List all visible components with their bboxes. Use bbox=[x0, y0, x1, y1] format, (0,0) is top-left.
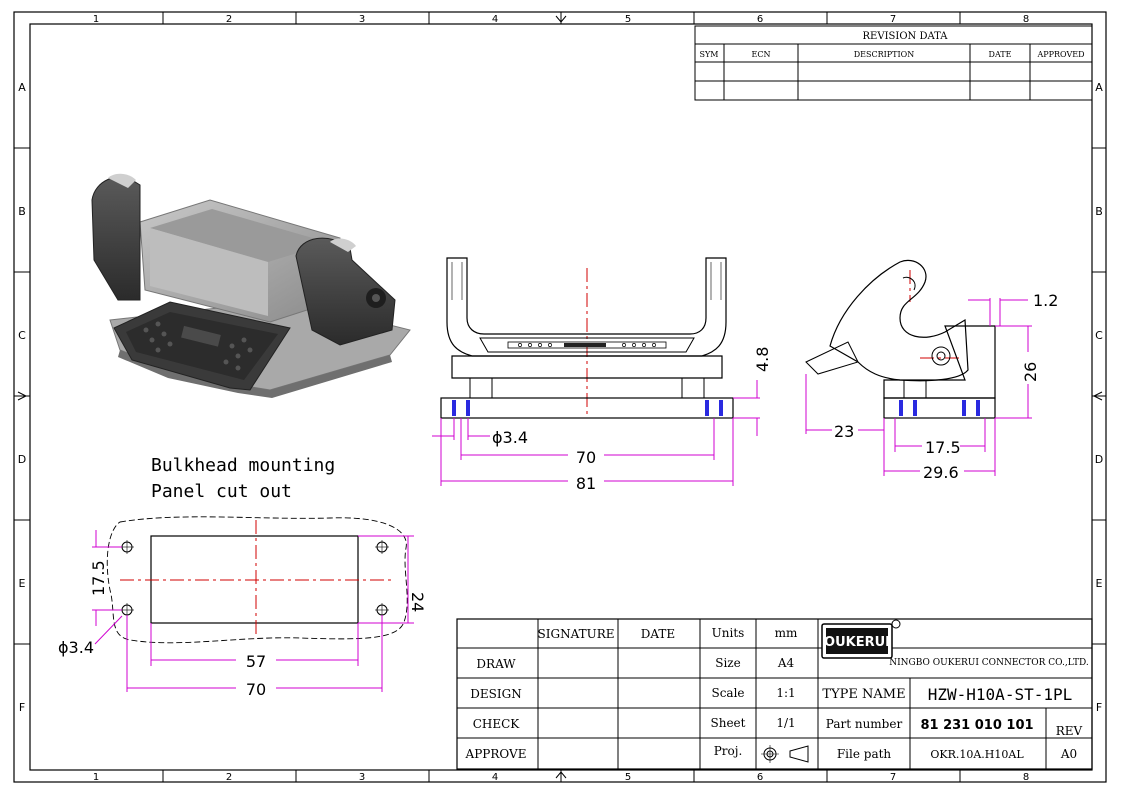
type-name-label: TYPE NAME bbox=[822, 687, 905, 702]
cutout-dim-17-5: 17.5 bbox=[89, 560, 108, 596]
size-value: A4 bbox=[777, 656, 795, 670]
revision-header-sym: SYM bbox=[700, 50, 719, 59]
file-path-value: OKR.10A.H10AL bbox=[930, 748, 1024, 761]
row-label-c-right: C bbox=[1095, 329, 1103, 342]
sheet-value: 1/1 bbox=[776, 716, 795, 730]
col-label-7: 7 bbox=[890, 14, 896, 25]
revision-table: REVISION DATA SYM ECN DESCRIPTION DATE A… bbox=[694, 25, 1093, 101]
center-mark-left bbox=[17, 391, 28, 401]
outer-border bbox=[13, 11, 1107, 783]
row-label-d-right: D bbox=[1095, 453, 1103, 466]
col-label-1: 1 bbox=[93, 14, 99, 25]
side-dim-1-2: 1.2 bbox=[1033, 291, 1058, 310]
scale-label: Scale bbox=[711, 686, 744, 700]
projection-symbol-icon bbox=[761, 745, 809, 763]
note-bulkhead-mounting: Bulkhead mounting bbox=[151, 455, 335, 476]
part-number-label: Part number bbox=[826, 717, 903, 731]
revision-header-ecn: ECN bbox=[752, 50, 771, 59]
col-label-2-bottom: 2 bbox=[226, 772, 232, 783]
type-name-value: HZW-H10A-ST-1PL bbox=[928, 685, 1073, 704]
revision-header-date: DATE bbox=[989, 50, 1012, 59]
col-label-4-bottom: 4 bbox=[492, 772, 498, 783]
center-mark-bottom bbox=[555, 771, 567, 779]
row-label-e: E bbox=[19, 577, 26, 590]
title-row-draw: DRAW bbox=[476, 657, 516, 671]
col-label-5-bottom: 5 bbox=[625, 772, 631, 783]
oukerui-logo: OUKERUI bbox=[821, 619, 901, 659]
part-number-value: 81 231 010 101 bbox=[920, 718, 1033, 733]
col-label-8-bottom: 8 bbox=[1023, 772, 1029, 783]
sheet-label: Sheet bbox=[711, 716, 746, 730]
col-label-8: 8 bbox=[1023, 14, 1029, 25]
company-name: NINGBO OUKERUI CONNECTOR CO.,LTD. bbox=[889, 658, 1089, 668]
col-label-7-bottom: 7 bbox=[890, 772, 896, 783]
side-dim-26: 26 bbox=[1021, 362, 1040, 382]
col-label-4: 4 bbox=[492, 14, 498, 25]
title-row-design: DESIGN bbox=[470, 687, 521, 701]
logo-text: OUKERUI bbox=[824, 635, 890, 650]
cutout-dim-57: 57 bbox=[246, 652, 266, 671]
title-signature-header: SIGNATURE bbox=[538, 627, 615, 641]
front-dim-70: 70 bbox=[576, 448, 596, 467]
note-panel-cut-out: Panel cut out bbox=[151, 481, 292, 502]
row-label-f: F bbox=[19, 701, 25, 714]
side-dim-17-5: 17.5 bbox=[925, 438, 961, 457]
row-label-a: A bbox=[18, 81, 26, 94]
col-label-3: 3 bbox=[359, 14, 365, 25]
units-value: mm bbox=[775, 626, 798, 640]
col-label-1-bottom: 1 bbox=[93, 772, 99, 783]
col-label-5: 5 bbox=[625, 14, 631, 25]
front-dim-4-8: 4.8 bbox=[753, 347, 772, 372]
revision-header-description: DESCRIPTION bbox=[854, 50, 914, 59]
row-label-a-right: A bbox=[1095, 81, 1103, 94]
col-label-3-bottom: 3 bbox=[359, 772, 365, 783]
units-label: Units bbox=[712, 626, 745, 640]
title-block: SIGNATURE DATE DRAW DESIGN CHECK APPROVE… bbox=[456, 618, 1093, 770]
rev-value: A0 bbox=[1060, 747, 1077, 761]
cutout-dim-hole-diameter: ϕ3.4 bbox=[58, 638, 94, 657]
col-label-6: 6 bbox=[757, 14, 763, 25]
row-label-e-right: E bbox=[1096, 577, 1103, 590]
front-view: 70 81 ϕ3.4 4.8 bbox=[432, 257, 772, 493]
side-view: 23 17.5 29.6 1.2 26 bbox=[805, 259, 1058, 482]
product-render-image bbox=[91, 173, 411, 398]
col-label-2: 2 bbox=[226, 14, 232, 25]
row-label-f-right: F bbox=[1096, 701, 1102, 714]
title-row-check: CHECK bbox=[473, 717, 521, 731]
cutout-dim-24: 24 bbox=[408, 592, 427, 612]
row-label-c: C bbox=[18, 329, 26, 342]
scale-value: 1:1 bbox=[776, 686, 795, 700]
size-label: Size bbox=[715, 656, 740, 670]
row-label-b-right: B bbox=[1095, 205, 1103, 218]
rev-label: REV bbox=[1056, 724, 1083, 738]
file-path-label: File path bbox=[837, 747, 892, 761]
panel-cutout-view: 57 70 17.5 24 ϕ3.4 bbox=[58, 516, 427, 699]
col-label-6-bottom: 6 bbox=[757, 772, 763, 783]
center-mark-right bbox=[1092, 391, 1103, 401]
side-dim-23: 23 bbox=[834, 422, 854, 441]
front-dim-81: 81 bbox=[576, 474, 596, 493]
cutout-dim-70: 70 bbox=[246, 680, 266, 699]
title-date-header: DATE bbox=[641, 627, 675, 641]
title-row-approve: APPROVE bbox=[465, 747, 527, 761]
row-label-d: D bbox=[18, 453, 26, 466]
row-label-b: B bbox=[18, 205, 26, 218]
zone-ticks bbox=[14, 12, 1106, 782]
front-dim-hole-diameter: ϕ3.4 bbox=[492, 428, 528, 447]
side-dim-29-6: 29.6 bbox=[923, 463, 959, 482]
revision-title: REVISION DATA bbox=[863, 31, 949, 42]
projection-label: Proj. bbox=[714, 744, 743, 758]
revision-header-approved: APPROVED bbox=[1036, 50, 1084, 59]
